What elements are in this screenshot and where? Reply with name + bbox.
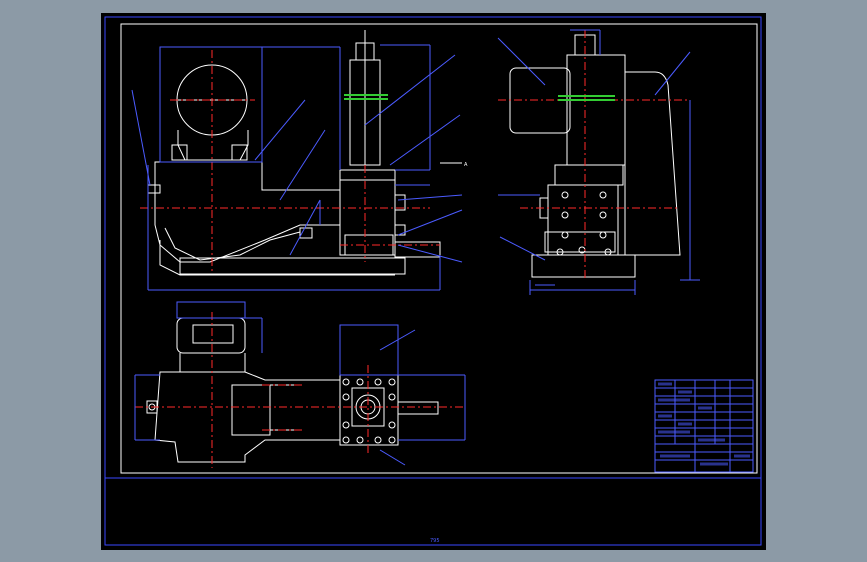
front-view-dimensions (131, 44, 463, 291)
side-view-dimensions (497, 29, 700, 295)
side-view-bolt-holes (556, 191, 612, 256)
front-view-centerlines (140, 50, 440, 272)
front-view[interactable] (147, 30, 441, 276)
bottom-dimension-label: 795 (430, 538, 440, 544)
top-view-centerlines (135, 312, 465, 468)
front-view-hatch (344, 94, 388, 100)
title-block[interactable] (654, 379, 754, 473)
top-view-dimensions (134, 301, 466, 466)
sheet-frame (104, 16, 762, 546)
section-mark: A (440, 162, 468, 168)
top-view[interactable] (146, 317, 439, 463)
top-view-bolt-holes (148, 378, 396, 444)
section-mark-label: A (464, 162, 468, 168)
side-view-hatch (558, 95, 615, 101)
side-view[interactable] (509, 34, 681, 278)
title-block-fills (658, 382, 750, 466)
